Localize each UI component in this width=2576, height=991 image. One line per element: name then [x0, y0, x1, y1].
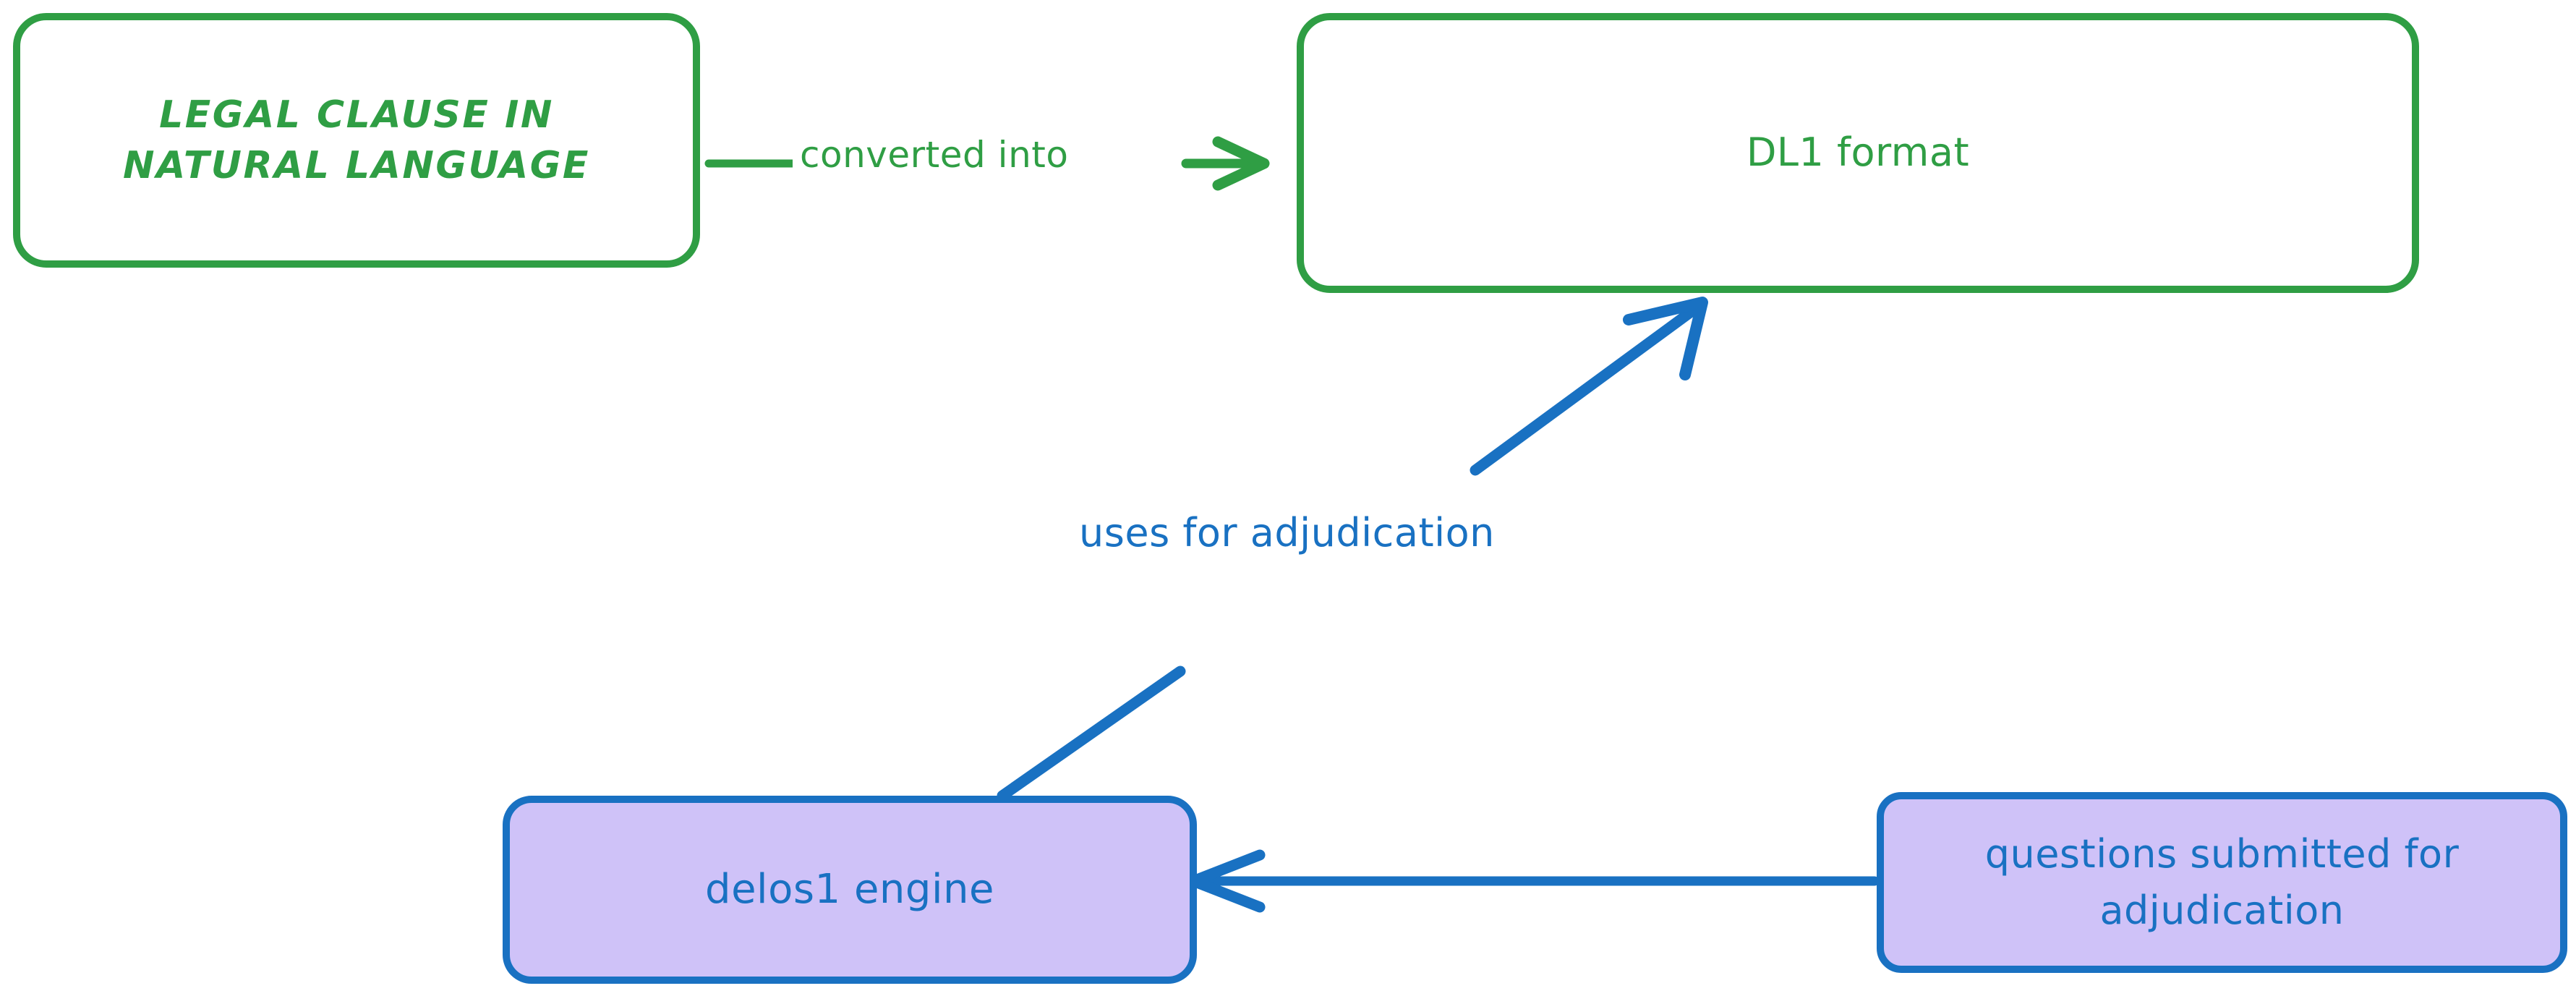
node-delos1-engine[interactable]: delos1 engine: [503, 796, 1197, 984]
node-questions-submitted[interactable]: questions submitted for adjudication: [1877, 792, 2567, 973]
arrowhead-icon: [1187, 849, 1266, 913]
edge-label-converted-into: converted into: [793, 134, 1076, 176]
arrowhead-icon: [1212, 136, 1270, 191]
node-dl1-format-label: DL1 format: [1746, 129, 1970, 176]
edge-questions-to-delos1: [1187, 849, 1880, 913]
node-legal-clause-label: LEGAL CLAUSE IN NATURAL LANGUAGE: [123, 93, 590, 187]
arrowhead-icon: [1623, 297, 1708, 380]
node-questions-submitted-label: questions submitted for adjudication: [1984, 830, 2460, 933]
node-delos1-engine-label: delos1 engine: [705, 866, 994, 913]
node-dl1-format[interactable]: DL1 format: [1297, 13, 2419, 293]
node-legal-clause[interactable]: LEGAL CLAUSE IN NATURAL LANGUAGE: [13, 13, 700, 268]
edge-label-uses-for-adjudication: uses for adjudication: [1072, 510, 1502, 556]
